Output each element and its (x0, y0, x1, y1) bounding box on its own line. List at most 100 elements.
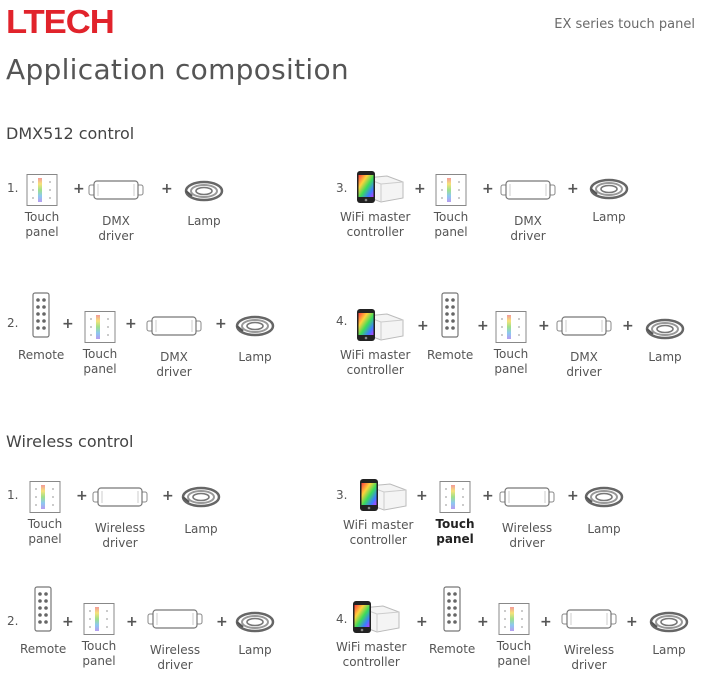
driver-icon (146, 314, 202, 338)
plus-sign: + (540, 614, 552, 630)
step-number: 4. (336, 612, 348, 626)
label: Touch (496, 639, 532, 653)
label: Touch (435, 517, 475, 531)
plus-sign: + (76, 488, 88, 504)
label: Lamp (184, 522, 218, 536)
page-title: Application composition (6, 53, 349, 86)
label: DMX (514, 214, 542, 228)
led-strip-icon (181, 482, 221, 510)
plus-sign: + (216, 614, 228, 630)
step-number: 3. (336, 488, 348, 502)
driver-icon (147, 607, 203, 631)
wifi-controller-icon (343, 170, 407, 206)
label: Touch (433, 210, 469, 224)
label: driver (509, 536, 545, 550)
led-strip-icon (235, 607, 275, 635)
driver-icon (561, 607, 617, 631)
step-number: 3. (336, 181, 348, 195)
step-number: 1. (7, 488, 19, 502)
label: Lamp (652, 643, 686, 657)
label: driver (156, 365, 192, 379)
label: panel (82, 654, 116, 668)
driver-icon (500, 178, 556, 202)
label: Wireless (501, 521, 553, 535)
wifi-controller-icon (346, 478, 410, 514)
remote-icon (429, 586, 475, 632)
label: WiFi master (340, 348, 411, 362)
led-strip-icon (184, 178, 224, 202)
remote-item: Remote (427, 292, 473, 363)
label: DMX (160, 350, 188, 364)
plus-sign: + (62, 614, 74, 630)
touch-panel-icon (21, 481, 69, 513)
driver-icon (499, 485, 555, 509)
label: Wireless (563, 643, 615, 657)
label: DMX (570, 350, 598, 364)
lamp-item: Lamp (235, 607, 275, 658)
plus-sign: + (161, 181, 173, 197)
led-strip-icon (589, 174, 629, 202)
plus-sign: + (482, 181, 494, 197)
plus-sign: + (482, 488, 494, 504)
touch-panel-icon (75, 603, 123, 635)
label: Lamp (238, 643, 272, 657)
step-number: 4. (336, 314, 348, 328)
ltech-logo: LTECH (6, 3, 115, 40)
label: WiFi master (340, 210, 411, 224)
label: panel (497, 654, 531, 668)
lamp-item: Lamp (645, 314, 685, 365)
wifi-controller-icon (343, 308, 407, 344)
label: driver (98, 229, 134, 243)
plus-sign: + (416, 614, 428, 630)
plus-sign: + (567, 488, 579, 504)
remote-item: Remote (429, 586, 475, 657)
label: Touch (24, 210, 60, 224)
plus-sign: + (215, 316, 227, 332)
label: Remote (427, 348, 474, 362)
label: DMX (102, 214, 130, 228)
label: driver (510, 229, 546, 243)
touch-panel-icon (431, 481, 479, 513)
label: panel (436, 532, 474, 546)
label: controller (346, 225, 404, 239)
label: panel (434, 225, 468, 239)
wifi-controller-icon (339, 600, 403, 636)
plus-sign: + (62, 316, 74, 332)
driver-icon (92, 485, 148, 509)
label: driver (157, 658, 193, 672)
lamp-item: Lamp (181, 482, 221, 537)
label: Touch (81, 639, 117, 653)
plus-sign: + (416, 488, 428, 504)
remote-item: Remote (18, 292, 64, 363)
plus-sign: + (567, 181, 579, 197)
plus-sign: + (162, 488, 174, 504)
led-strip-icon (584, 482, 624, 510)
step-number: 1. (7, 181, 19, 195)
remote-icon (20, 586, 66, 632)
plus-sign: + (126, 614, 138, 630)
lamp-item: Lamp (649, 607, 689, 658)
label: WiFi master (336, 640, 407, 654)
label: Touch (493, 347, 529, 361)
touch-panel-icon (76, 311, 124, 343)
label: Lamp (187, 214, 221, 228)
touch-panel-icon (18, 174, 66, 206)
label: Remote (20, 642, 67, 656)
label: controller (346, 363, 404, 377)
led-strip-icon (649, 607, 689, 635)
remote-item: Remote (20, 586, 66, 657)
plus-sign: + (125, 316, 137, 332)
label: Lamp (648, 350, 682, 364)
